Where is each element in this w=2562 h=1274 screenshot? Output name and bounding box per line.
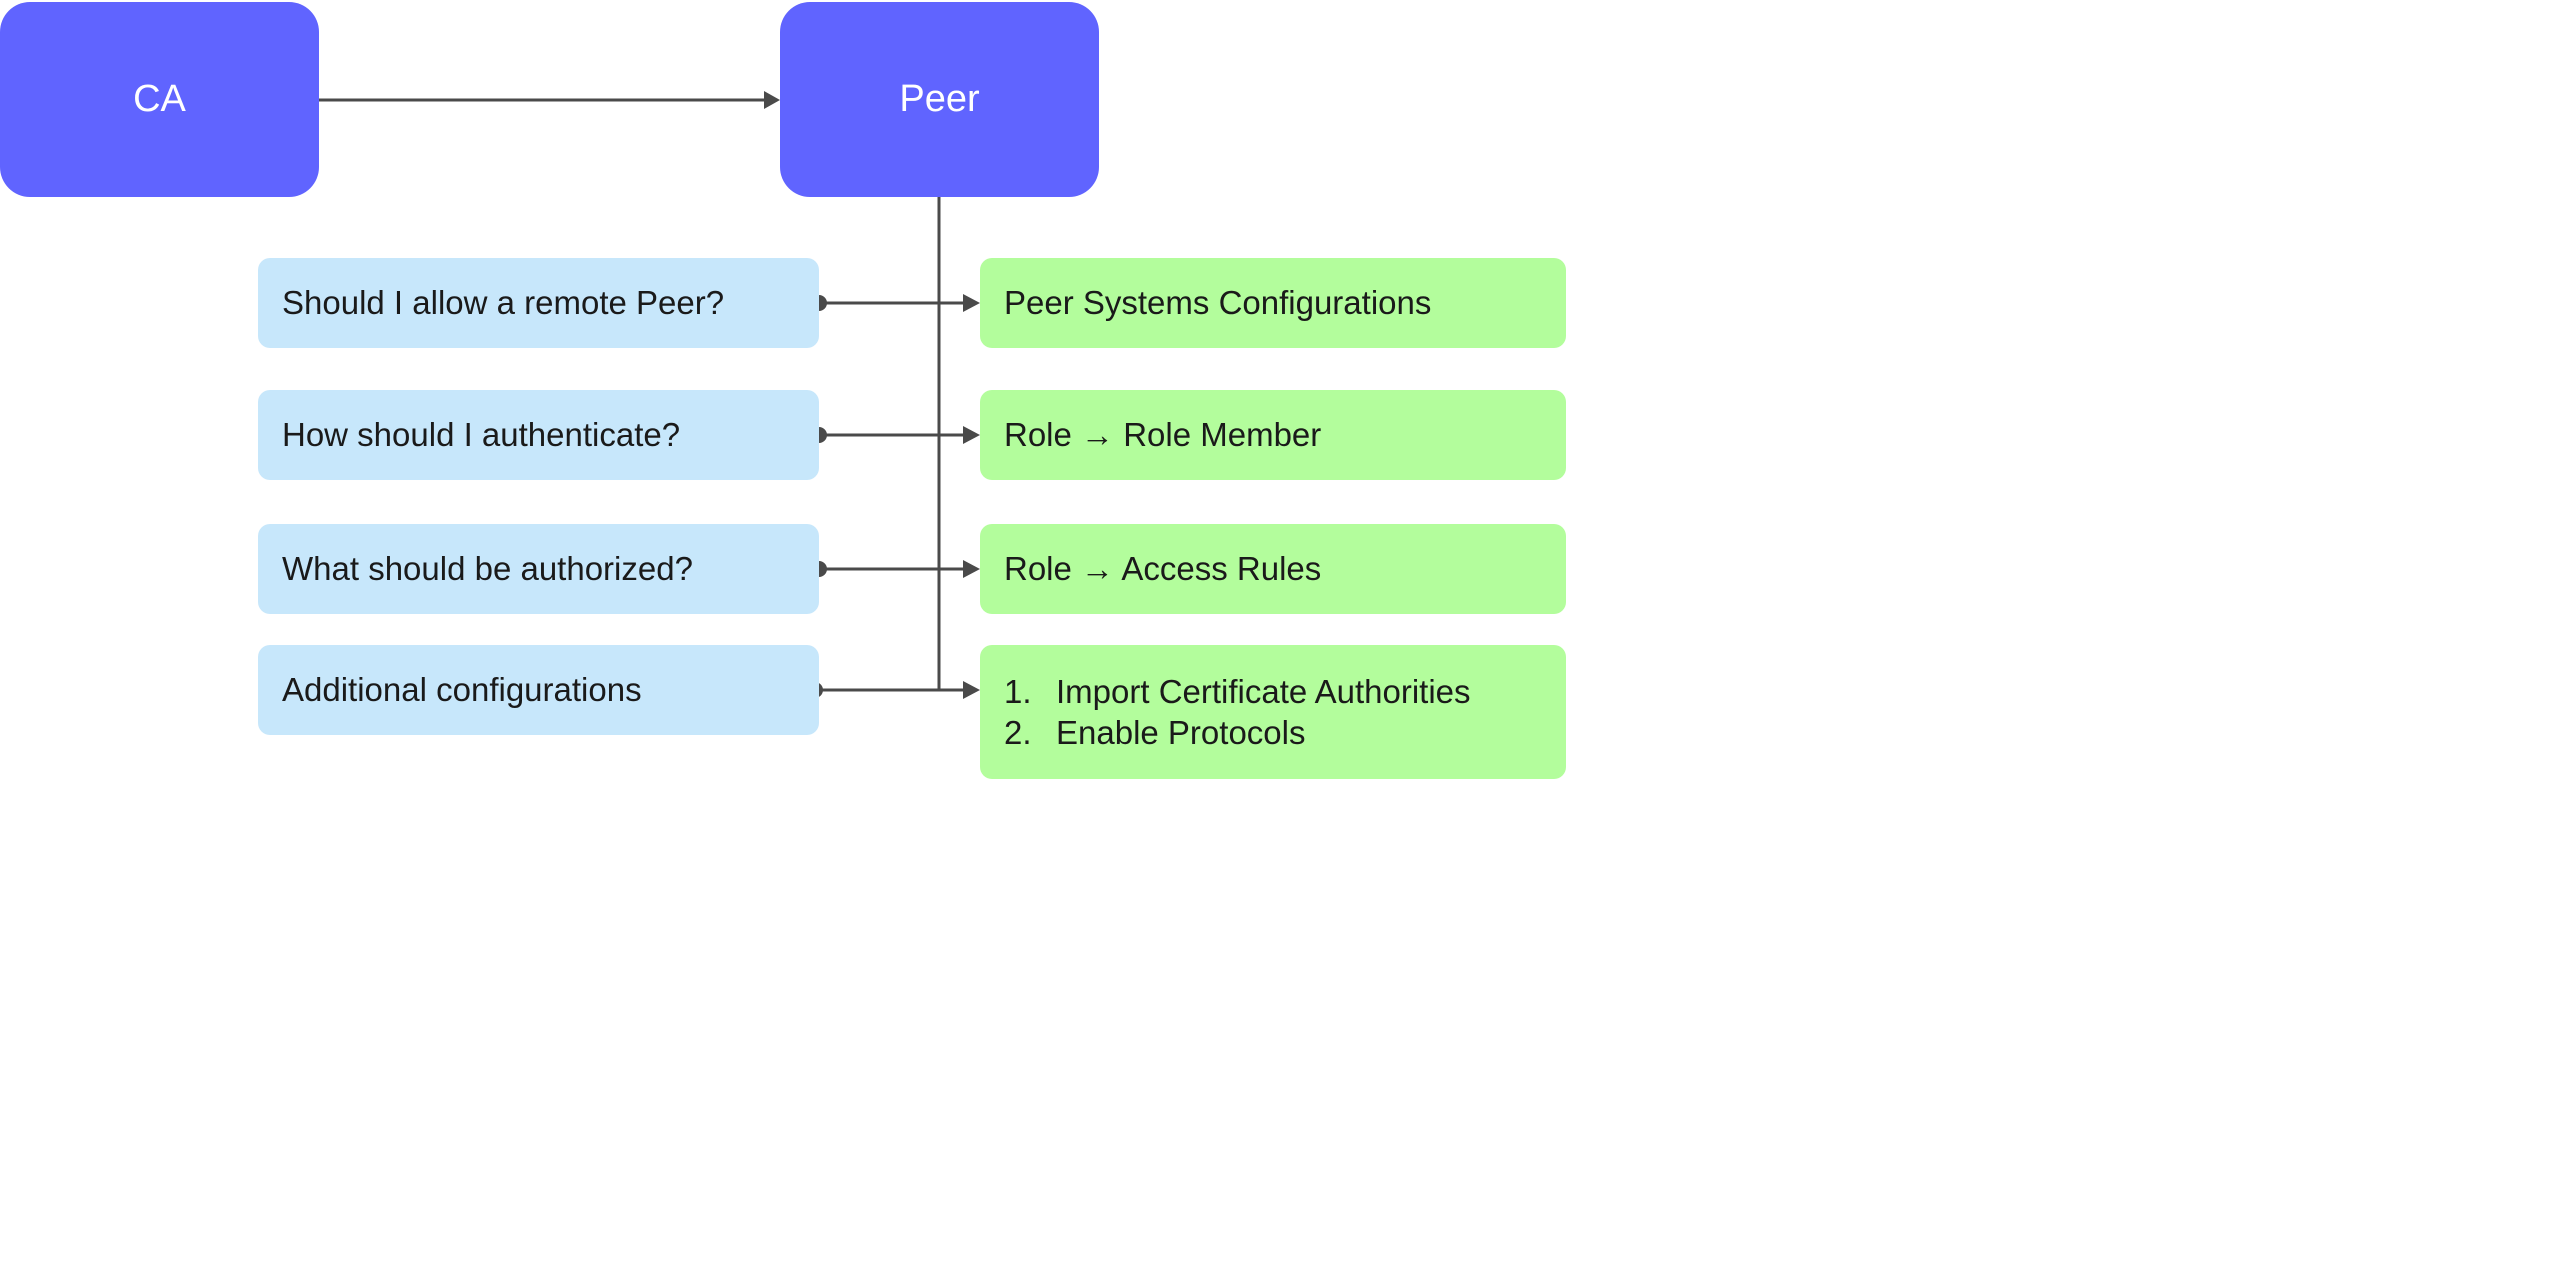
answer-label: Role → Role Member [1004,416,1322,453]
additional-step-2: 2. Enable Protocols [1004,712,1566,753]
peer-node: Peer [780,2,1099,197]
peer-node-label: Peer [899,78,980,120]
ca-node: CA [0,2,319,197]
question-remote-peer: Should I allow a remote Peer? [258,258,819,348]
ca-node-label: CA [133,78,186,120]
arrowhead-answer-3 [963,560,980,578]
question-label: Additional configurations [282,671,642,708]
question-label: Should I allow a remote Peer? [282,284,725,321]
diagram-canvas: CA Peer Should I allow a remote Peer? Ho… [0,0,1568,781]
additional-step-1: 1. Import Certificate Authorities [1004,671,1566,712]
answer-label: Role → Access Rules [1004,550,1322,587]
step-text: Import Certificate Authorities [1056,672,1471,710]
step-number: 1. [1004,672,1032,710]
answer-peer-systems-configurations: Peer Systems Configurations [980,258,1566,348]
answer-role-member: Role → Role Member [980,390,1566,480]
step-number: 2. [1004,713,1032,751]
question-authenticate: How should I authenticate? [258,390,819,480]
question-label: How should I authenticate? [282,416,681,453]
question-additional-configurations: Additional configurations [258,645,819,735]
answer-access-rules: Role → Access Rules [980,524,1566,614]
answer-label: Peer Systems Configurations [1004,284,1432,321]
arrowhead-answer-1 [963,294,980,312]
question-label: What should be authorized? [282,550,693,587]
arrowhead-answer-2 [963,426,980,444]
answer-additional-steps: 1. Import Certificate Authorities 2. Ena… [980,645,1566,779]
question-authorized: What should be authorized? [258,524,819,614]
step-text: Enable Protocols [1056,713,1306,751]
arrowhead-answer-4 [963,681,980,699]
arrowhead-peer [764,91,780,109]
